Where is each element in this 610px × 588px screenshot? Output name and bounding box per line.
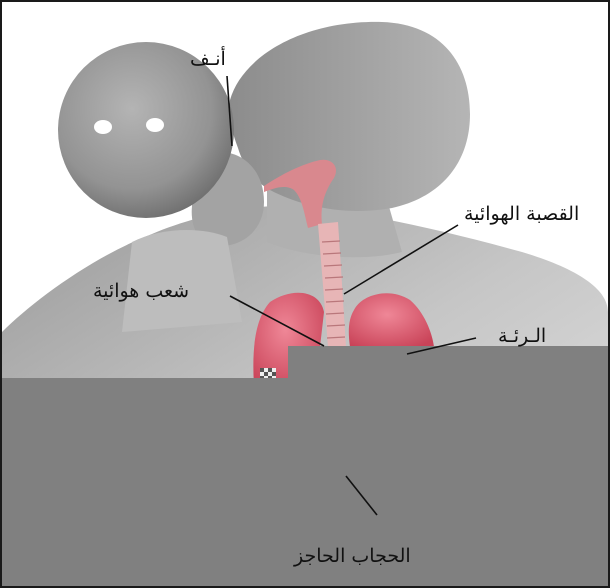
label-lung: الـرئـة [498, 327, 546, 346]
balloon-highlight-left [94, 120, 112, 134]
head-silhouette [229, 22, 470, 211]
balloon-highlight-right [146, 118, 164, 132]
label-diaphragm: الحجاب الحاجز [294, 547, 411, 566]
label-trachea: القصبة الهوائية [464, 205, 579, 224]
label-bronchi: شعب هوائية [93, 282, 189, 301]
label-nose: أنـف [190, 50, 226, 69]
